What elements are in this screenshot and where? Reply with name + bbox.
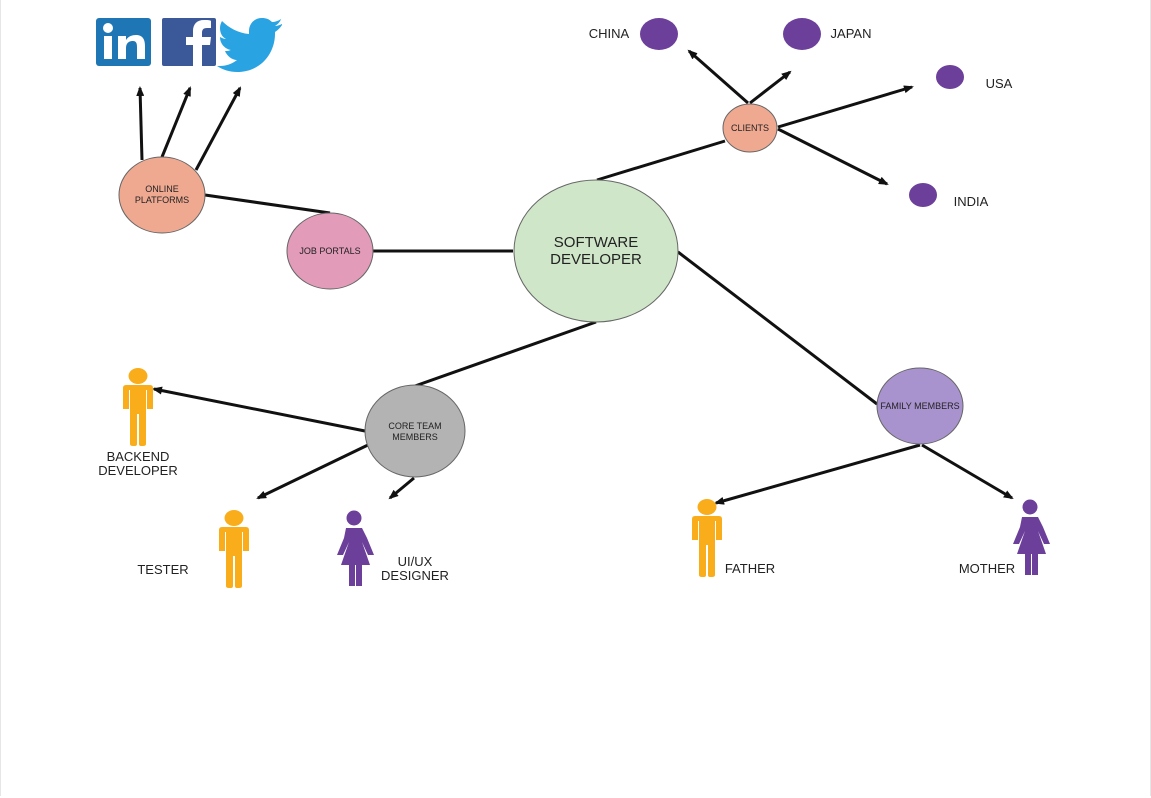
twitter-icon[interactable] bbox=[217, 18, 282, 72]
online-platforms-label: ONLINE PLATFORMS bbox=[122, 184, 202, 206]
india-label: INDIA bbox=[953, 194, 989, 209]
job-portals-label: JOB PORTALS bbox=[299, 246, 361, 256]
arrow-to-backend bbox=[152, 386, 366, 433]
center-label: SOFTWARE DEVELOPER bbox=[536, 234, 656, 268]
arrow-to-india bbox=[777, 127, 889, 186]
father-label: FATHER bbox=[724, 561, 776, 576]
japan-label: JAPAN bbox=[830, 26, 872, 41]
link-jobportals-online bbox=[204, 193, 331, 215]
core-team-node[interactable] bbox=[364, 384, 466, 478]
japan-dot bbox=[783, 18, 821, 50]
china-label: CHINA bbox=[588, 26, 630, 41]
backend-developer-person-icon bbox=[123, 368, 153, 446]
backend-line1: BACKEND bbox=[106, 449, 170, 464]
father-person-icon bbox=[692, 499, 722, 577]
tester-person-icon bbox=[219, 510, 249, 588]
family-members-node[interactable] bbox=[876, 367, 964, 445]
arrow-to-japan bbox=[749, 70, 792, 105]
linkedin-icon[interactable] bbox=[96, 18, 151, 66]
arrow-to-china bbox=[687, 49, 749, 105]
arrow-to-mother bbox=[921, 443, 1014, 500]
online-platforms-line1: ONLINE bbox=[145, 184, 179, 194]
job-portals-node[interactable] bbox=[286, 212, 374, 290]
backend-line2: DEVELOPER bbox=[98, 463, 178, 478]
facebook-icon[interactable] bbox=[162, 18, 216, 66]
arrow-to-linkedin bbox=[136, 86, 145, 161]
usa-dot bbox=[936, 65, 964, 89]
link-center-family bbox=[677, 250, 878, 406]
designer-line2: DESIGNER bbox=[381, 568, 449, 583]
online-platforms-node[interactable] bbox=[118, 156, 206, 234]
arrow-to-usa bbox=[777, 85, 914, 129]
arrow-to-designer bbox=[388, 476, 415, 500]
arrow-to-facebook bbox=[160, 86, 192, 158]
backend-developer-label: BACKEND DEVELOPER bbox=[94, 450, 182, 478]
family-members-label: FAMILY MEMBERS bbox=[880, 401, 960, 411]
center-label-line2: DEVELOPER bbox=[550, 251, 642, 268]
india-dot bbox=[909, 183, 937, 207]
designer-label: UI/UX DESIGNER bbox=[375, 555, 455, 583]
link-center-clients bbox=[596, 139, 726, 182]
china-dot bbox=[640, 18, 678, 50]
link-center-coreteam bbox=[414, 320, 597, 388]
arrow-to-twitter bbox=[194, 86, 242, 171]
designer-person-icon bbox=[337, 510, 374, 586]
designer-line1: UI/UX bbox=[397, 554, 433, 569]
arrow-to-tester bbox=[256, 442, 371, 500]
mother-label: MOTHER bbox=[958, 561, 1016, 576]
center-label-line1: SOFTWARE bbox=[553, 234, 639, 251]
tester-label: TESTER bbox=[137, 562, 189, 577]
clients-label: CLIENTS bbox=[730, 123, 769, 133]
center-node[interactable] bbox=[513, 179, 679, 323]
online-platforms-line2: PLATFORMS bbox=[134, 195, 190, 205]
core-team-line2: MEMBERS bbox=[392, 432, 438, 442]
mother-person-icon bbox=[1013, 499, 1050, 575]
clients-node[interactable] bbox=[722, 103, 778, 153]
usa-label: USA bbox=[985, 76, 1013, 91]
arrow-to-father bbox=[714, 443, 921, 505]
core-team-label: CORE TEAM MEMBERS bbox=[375, 421, 455, 443]
core-team-line1: CORE TEAM bbox=[388, 421, 442, 431]
